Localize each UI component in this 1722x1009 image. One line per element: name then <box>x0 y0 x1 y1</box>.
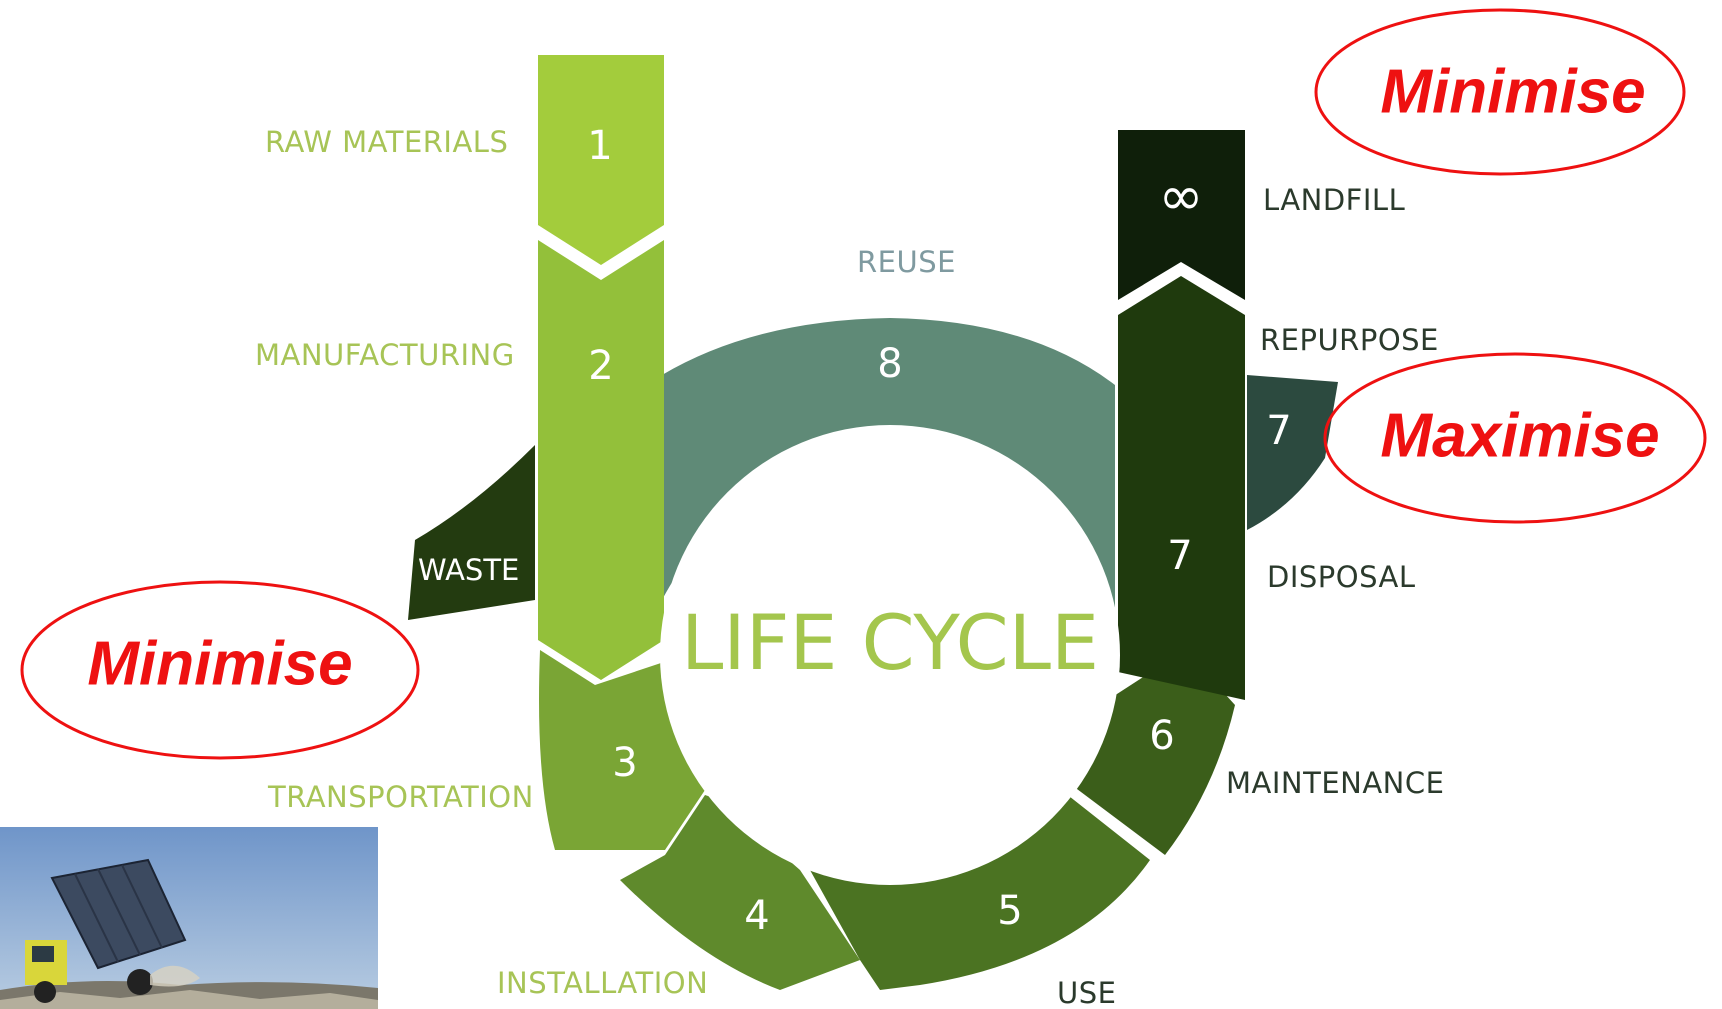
label-installation: INSTALLATION <box>497 966 708 1000</box>
truck-wheel <box>127 969 153 995</box>
truck-window <box>32 946 54 962</box>
stage-number-5: 5 <box>997 888 1022 934</box>
truck-wheel <box>34 981 56 1003</box>
stage-number-6: 6 <box>1149 713 1174 759</box>
truck-rib <box>97 868 141 956</box>
photo-dust <box>150 965 200 987</box>
label-waste: WASTE <box>418 553 519 587</box>
callout-repurpose: Maximise <box>1323 352 1707 524</box>
landfill-photo <box>0 827 378 1009</box>
segment-disposal <box>1118 276 1245 700</box>
truck-rib <box>74 873 119 963</box>
photo-debris <box>0 990 378 1009</box>
truck-bin <box>50 858 187 970</box>
segment-repurpose <box>1247 375 1338 530</box>
truck-rib <box>121 864 163 949</box>
label-disposal: DISPOSAL <box>1267 560 1416 594</box>
stage-number-1: 1 <box>587 123 612 169</box>
callout-text: Maximise <box>1380 401 1659 470</box>
stage-number-7-repurpose: 7 <box>1266 408 1291 454</box>
segment-landfill <box>1118 130 1245 300</box>
callout-ellipse <box>1314 8 1686 176</box>
stage-number-8: 8 <box>877 341 902 387</box>
callout-text: Minimise <box>87 629 352 698</box>
label-manufacturing: MANUFACTURING <box>255 338 515 372</box>
callout-ellipse <box>1323 352 1707 524</box>
stage-number-3: 3 <box>612 740 637 786</box>
segment-reuse <box>662 318 1115 620</box>
callout-ellipse <box>20 580 420 760</box>
segment-installation <box>620 795 860 990</box>
segment-manufacturing <box>538 240 664 680</box>
segment-transportation <box>539 650 705 850</box>
segment-waste <box>408 445 535 620</box>
stage-number-landfill: ∞ <box>1159 165 1204 228</box>
center-title: LIFE CYCLE <box>681 598 1099 687</box>
segment-use <box>810 785 1150 990</box>
label-reuse: REUSE <box>857 245 956 279</box>
callout-text: Minimise <box>1380 57 1645 126</box>
center-circle <box>660 425 1120 885</box>
label-use: USE <box>1057 976 1116 1009</box>
label-maintenance: MAINTENANCE <box>1226 766 1444 800</box>
segment-raw-materials <box>538 55 664 265</box>
label-raw-materials: RAW MATERIALS <box>265 125 508 159</box>
callout-waste: Minimise <box>20 580 420 760</box>
callout-landfill: Minimise <box>1314 8 1686 176</box>
stage-number-4: 4 <box>744 893 769 939</box>
stage-number-7-disposal: 7 <box>1167 533 1192 579</box>
stage-number-2: 2 <box>588 343 613 389</box>
label-transportation: TRANSPORTATION <box>267 780 534 814</box>
label-repurpose: REPURPOSE <box>1260 323 1439 357</box>
label-landfill: LANDFILL <box>1263 183 1405 217</box>
